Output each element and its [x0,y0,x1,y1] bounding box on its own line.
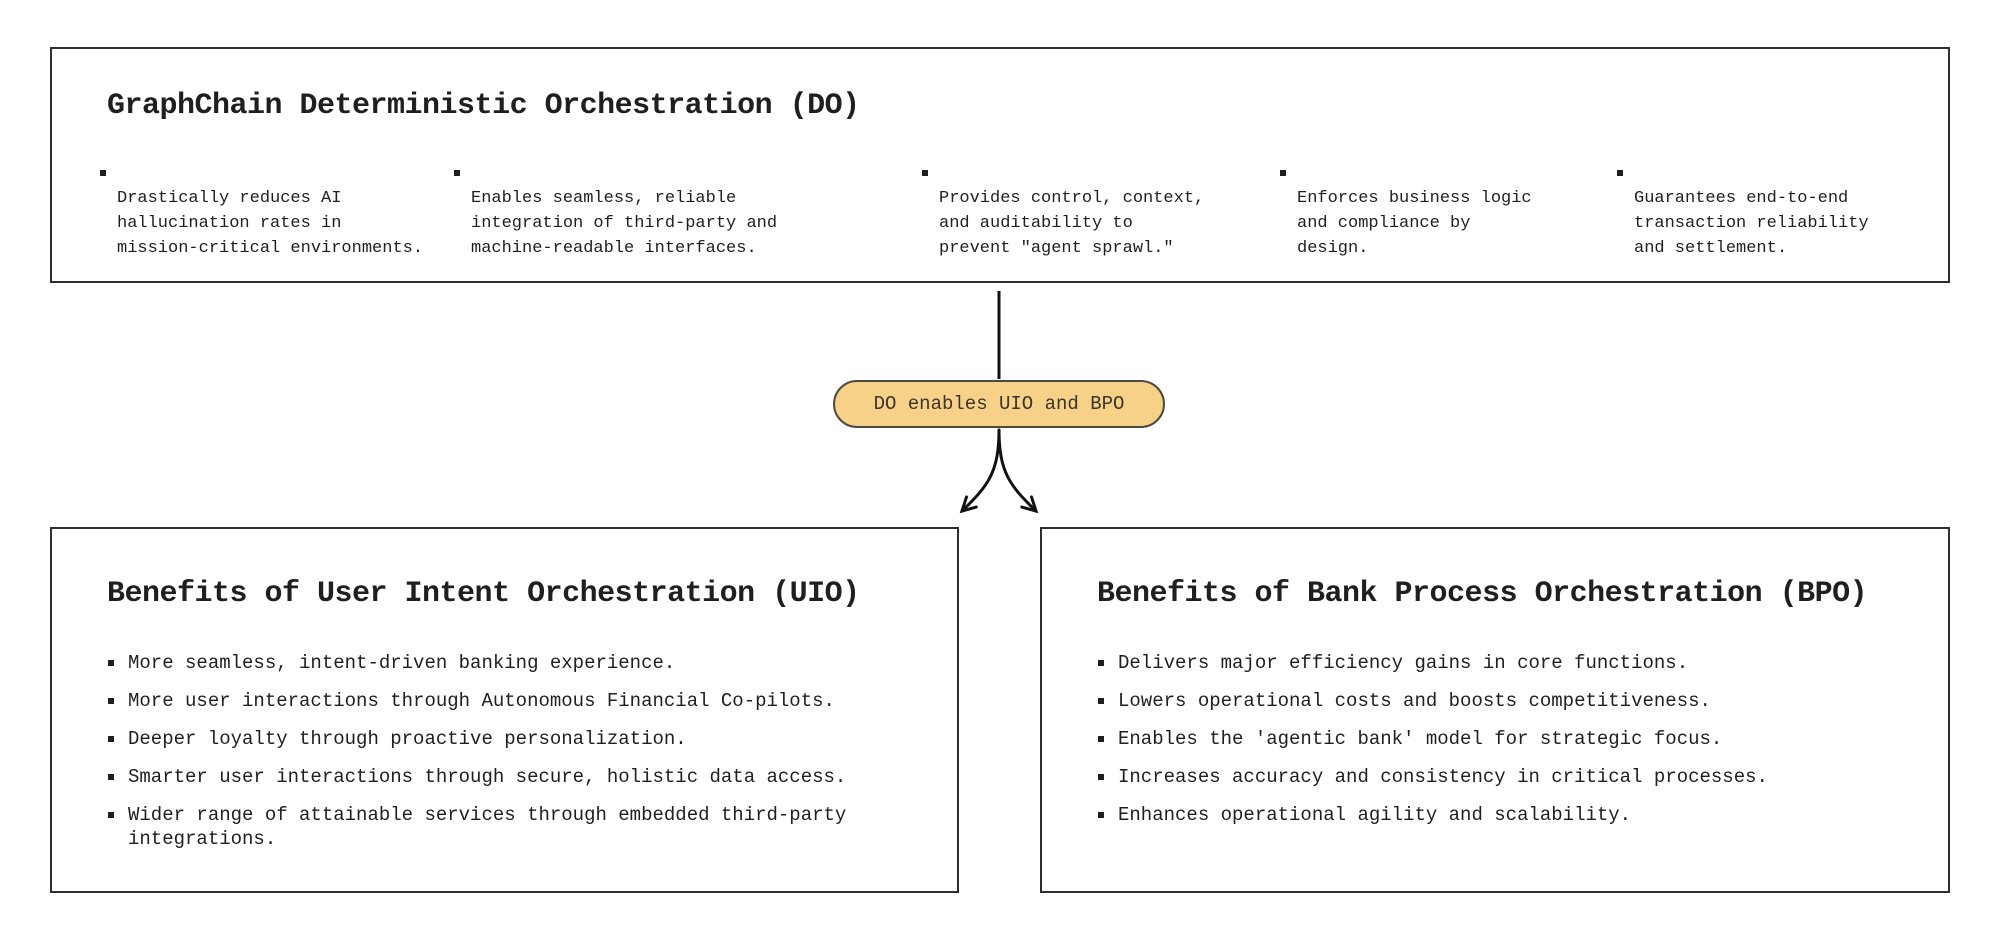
uio-bullet-3-text: Deeper loyalty through proactive persona… [128,728,687,750]
pill-to-bpo-arrow [997,428,1039,514]
bullet-square-icon [1098,812,1104,818]
bullet-square-icon [100,170,106,176]
bullet-square-icon [108,812,114,818]
bpo-box-title: Benefits of Bank Process Orchestration (… [1097,577,1868,611]
uio-bullet-list: More seamless, intent-driven banking exp… [106,651,927,865]
uio-bullet-1-text: More seamless, intent-driven banking exp… [128,652,676,674]
uio-bullet-4: Smarter user interactions through secure… [106,765,927,789]
do-enables-pill-label: DO enables UIO and BPO [873,393,1125,415]
bpo-bullet-4-text: Increases accuracy and consistency in cr… [1118,766,1768,788]
bpo-bullet-3-text: Enables the 'agentic bank' model for str… [1118,728,1723,750]
bpo-bullet-3: Enables the 'agentic bank' model for str… [1096,727,1918,751]
uio-box: Benefits of User Intent Orchestration (U… [50,527,959,893]
bullet-square-icon [1098,660,1104,666]
pill-to-uio-arrow [959,428,1001,514]
bpo-bullet-1-text: Delivers major efficiency gains in core … [1118,652,1689,674]
do-bullet-1: Drastically reduces AI hallucination rat… [98,161,450,261]
uio-bullet-3: Deeper loyalty through proactive persona… [106,727,927,751]
bullet-square-icon [1098,774,1104,780]
uio-bullet-2-text: More user interactions through Autonomou… [128,690,835,712]
do-bullet-3-text: Provides control, context, and auditabil… [939,189,1205,258]
do-bullet-4: Enforces business logic and compliance b… [1278,161,1630,261]
uio-box-title: Benefits of User Intent Orchestration (U… [107,577,860,611]
uio-bullet-1: More seamless, intent-driven banking exp… [106,651,927,675]
bpo-bullet-2-text: Lowers operational costs and boosts comp… [1118,690,1711,712]
do-box: GraphChain Deterministic Orchestration (… [50,47,1950,283]
do-bullet-5: Guarantees end-to-end transaction reliab… [1615,161,1967,261]
do-bullet-5-text: Guarantees end-to-end transaction reliab… [1634,189,1869,258]
do-enables-pill: DO enables UIO and BPO [833,380,1165,428]
bullet-square-icon [454,170,460,176]
do-bullet-1-text: Drastically reduces AI hallucination rat… [117,189,424,258]
bpo-bullet-5-text: Enhances operational agility and scalabi… [1118,804,1632,826]
bpo-bullet-5: Enhances operational agility and scalabi… [1096,803,1918,827]
do-bullet-2-text: Enables seamless, reliable integration o… [471,189,778,258]
uio-bullet-2: More user interactions through Autonomou… [106,689,927,713]
do-bullet-4-text: Enforces business logic and compliance b… [1297,189,1532,258]
bpo-box: Benefits of Bank Process Orchestration (… [1040,527,1950,893]
do-bullet-3: Provides control, context, and auditabil… [920,161,1272,261]
bullet-square-icon [108,660,114,666]
bpo-bullet-4: Increases accuracy and consistency in cr… [1096,765,1918,789]
bullet-square-icon [108,736,114,742]
uio-bullet-4-text: Smarter user interactions through secure… [128,766,847,788]
bpo-bullet-2: Lowers operational costs and boosts comp… [1096,689,1918,713]
bullet-square-icon [1098,698,1104,704]
uio-bullet-5: Wider range of attainable services throu… [106,803,927,851]
bullet-square-icon [922,170,928,176]
do-box-title: GraphChain Deterministic Orchestration (… [107,89,860,123]
bullet-square-icon [108,698,114,704]
bullet-square-icon [1617,170,1623,176]
bullet-square-icon [1280,170,1286,176]
bullet-square-icon [108,774,114,780]
do-bullet-2: Enables seamless, reliable integration o… [452,161,804,261]
bpo-bullet-list: Delivers major efficiency gains in core … [1096,651,1918,841]
bullet-square-icon [1098,736,1104,742]
uio-bullet-5-text: Wider range of attainable services throu… [128,804,847,850]
bpo-bullet-1: Delivers major efficiency gains in core … [1096,651,1918,675]
